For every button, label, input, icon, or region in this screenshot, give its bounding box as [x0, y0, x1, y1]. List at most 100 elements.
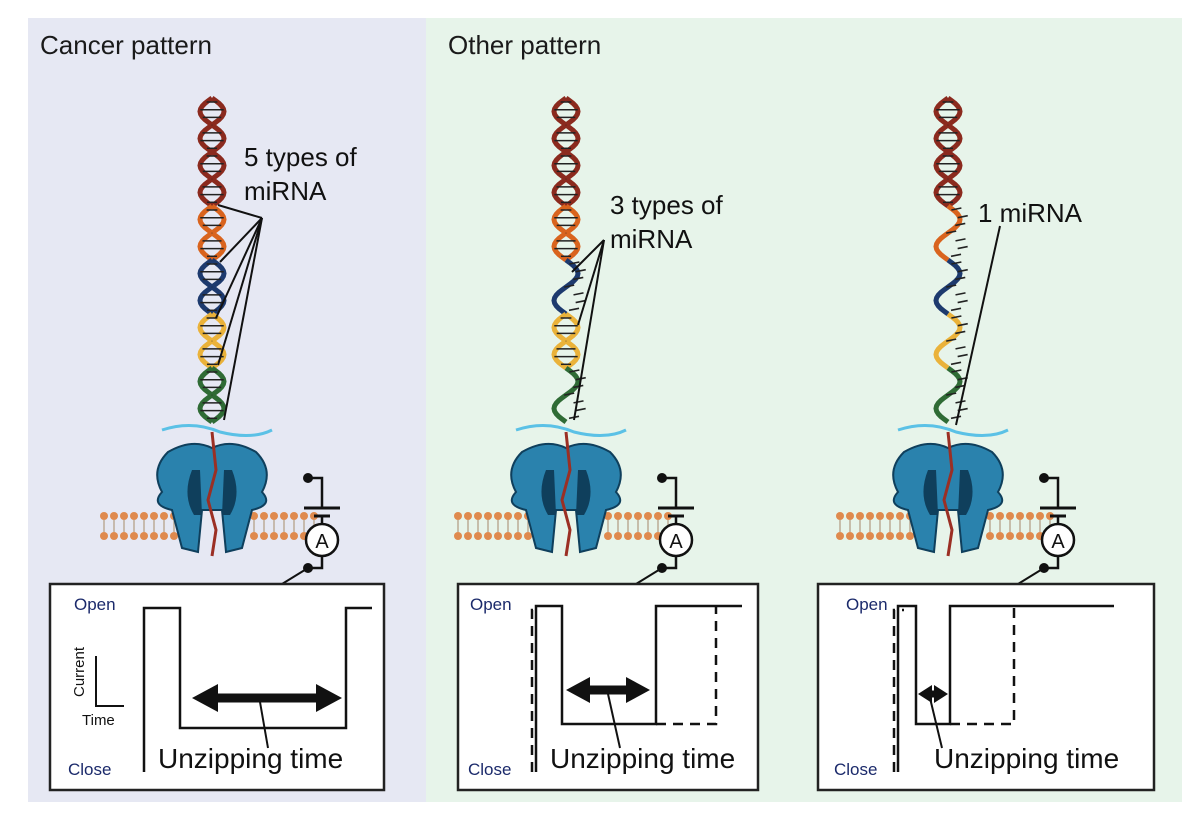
- lipid-head: [634, 512, 642, 520]
- lipid-head: [846, 512, 854, 520]
- arrow-head: [934, 685, 948, 703]
- scale-bar: [95, 656, 124, 707]
- lipid-head: [654, 512, 662, 520]
- base: [575, 268, 586, 273]
- lipid-head: [856, 512, 864, 520]
- base: [951, 315, 962, 319]
- helix-segment: [551, 203, 581, 263]
- lipid-head: [150, 512, 158, 520]
- lipid-head: [906, 532, 914, 540]
- lipid-head: [644, 532, 652, 540]
- base: [569, 261, 580, 265]
- lipid-head: [100, 532, 108, 540]
- mirna-count-label-line1: 1 miRNA: [978, 198, 1083, 228]
- mirna-count-label-line1: 5 types of: [244, 142, 358, 172]
- capture-strand: [515, 424, 627, 437]
- current-trace-box: [48, 582, 386, 792]
- label-pointer-line: [219, 217, 263, 263]
- label-pointer-line: [217, 204, 263, 219]
- lipid-head: [886, 512, 894, 520]
- arrow-head: [316, 684, 342, 712]
- lipid-head: [250, 512, 258, 520]
- base: [946, 284, 957, 288]
- pore-shade: [576, 470, 591, 515]
- base: [957, 268, 968, 273]
- lipid-head: [464, 532, 472, 540]
- lipid-head: [996, 512, 1004, 520]
- lipid-head: [110, 532, 118, 540]
- lipid-head: [896, 512, 904, 520]
- lipid-head: [604, 512, 612, 520]
- base: [575, 299, 586, 304]
- label-pointer-line: [571, 239, 605, 273]
- base: [950, 415, 962, 420]
- wire: [662, 476, 678, 508]
- lipid-head: [464, 512, 472, 520]
- base: [957, 245, 968, 250]
- helix-segment: [551, 365, 586, 425]
- open-label: Open: [846, 595, 888, 614]
- lipid-head: [280, 532, 288, 540]
- mirna-helix: [551, 95, 586, 425]
- base: [957, 322, 968, 327]
- lipid-head: [260, 532, 268, 540]
- base: [564, 392, 575, 396]
- lipid-head: [130, 512, 138, 520]
- wire: [1044, 476, 1060, 508]
- base: [946, 392, 957, 396]
- base: [955, 222, 966, 227]
- base: [569, 369, 580, 373]
- base: [955, 384, 966, 389]
- lipid-head: [120, 512, 128, 520]
- pore-shade: [923, 470, 938, 515]
- helix-segment: [197, 365, 227, 425]
- lipid-head: [110, 512, 118, 520]
- pore-shade: [222, 470, 237, 515]
- lipid-head: [130, 532, 138, 540]
- arrow-head: [918, 685, 932, 703]
- base: [955, 276, 966, 281]
- lipid-head: [290, 512, 298, 520]
- lipid-head: [876, 532, 884, 540]
- base: [573, 400, 584, 404]
- ammeter-symbol: A: [315, 531, 329, 553]
- mirna-count-label-line2: miRNA: [244, 176, 327, 206]
- helix-segment: [933, 257, 968, 317]
- helix-segment: [551, 311, 581, 371]
- lipid-head: [170, 532, 178, 540]
- lipid-head: [150, 532, 158, 540]
- translocating-strand: [942, 431, 954, 557]
- ammeter-symbol: A: [669, 531, 683, 553]
- lipid-head: [836, 532, 844, 540]
- lipid-head: [494, 532, 502, 540]
- close-label: Close: [468, 760, 511, 779]
- ammeter-circuit: A: [1017, 473, 1076, 585]
- mirna-label-lines: [215, 204, 263, 421]
- wire: [308, 476, 324, 508]
- helix-segment: [197, 203, 227, 263]
- open-label: Open: [470, 595, 512, 614]
- base: [957, 214, 968, 219]
- helix-segment: [551, 149, 581, 209]
- lipid-head: [634, 532, 642, 540]
- pore-shade: [541, 470, 556, 515]
- lipid-head: [1016, 512, 1024, 520]
- time-axis-label: Time: [82, 712, 115, 729]
- lipid-head: [866, 532, 874, 540]
- helix-segment: [933, 203, 968, 263]
- current-trace: [534, 604, 742, 772]
- connector-line: [281, 567, 309, 585]
- lipid-head: [986, 512, 994, 520]
- helix-segment: [933, 311, 968, 371]
- lipid-head: [260, 512, 268, 520]
- connector-line: [1017, 567, 1045, 585]
- ammeter-symbol: A: [1051, 531, 1065, 553]
- lipid-head: [896, 532, 904, 540]
- alternate-trace: [892, 606, 1016, 772]
- capture-strand: [897, 424, 1009, 437]
- lipid-head: [100, 512, 108, 520]
- lipid-head: [614, 512, 622, 520]
- lipid-head: [454, 532, 462, 540]
- mirna-label-lines: [955, 225, 1001, 426]
